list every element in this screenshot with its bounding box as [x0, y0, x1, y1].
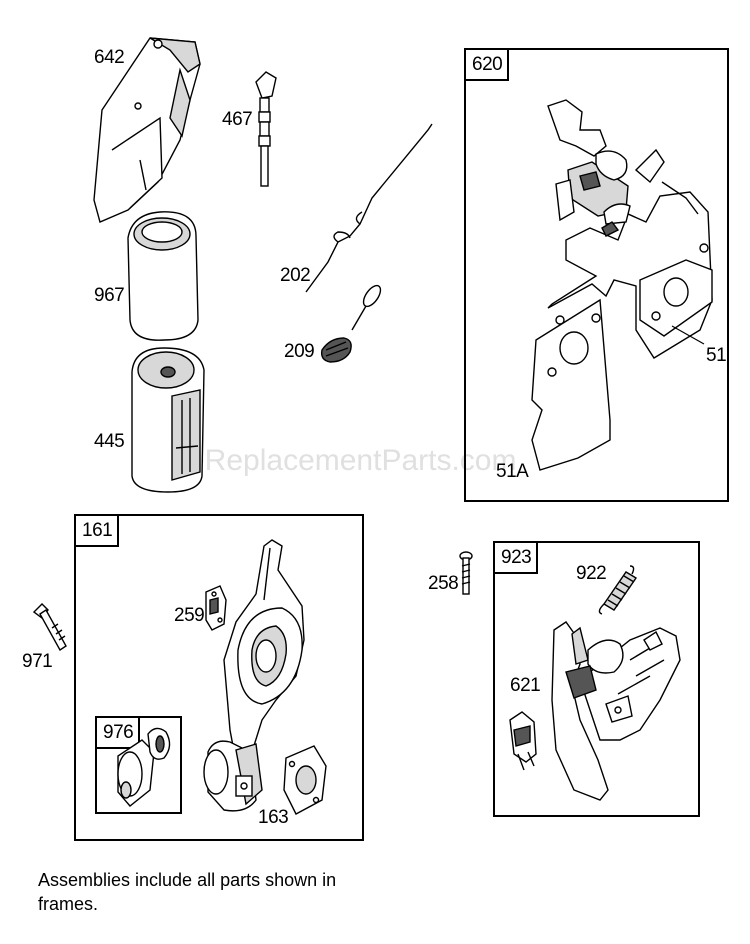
- frame-923: 923: [493, 541, 700, 817]
- label-163: 163: [258, 807, 289, 828]
- part-923-control: [551, 621, 681, 801]
- frame-label-620: 620: [466, 50, 510, 81]
- label-258: 258: [428, 573, 459, 594]
- part-259-clip: [205, 585, 227, 631]
- label-209: 209: [284, 341, 315, 362]
- label-642: 642: [94, 47, 125, 68]
- part-976-bowl: [117, 727, 171, 807]
- label-51a: 51A: [496, 461, 529, 482]
- part-467-pin: [255, 71, 277, 187]
- leader-51: [671, 325, 705, 345]
- part-922-spring: [598, 565, 637, 615]
- label-967: 967: [94, 285, 125, 306]
- part-620-bracket: [531, 99, 713, 471]
- assemblies-note: Assemblies include all parts shown in fr…: [38, 870, 337, 914]
- label-971: 971: [22, 651, 53, 672]
- frame-label-161: 161: [76, 516, 120, 547]
- part-202-link: [305, 123, 433, 293]
- label-445: 445: [94, 431, 125, 452]
- frame-label-923: 923: [495, 543, 539, 574]
- label-202: 202: [280, 265, 311, 286]
- frame-976: 976: [95, 716, 182, 814]
- part-161-carburetor: [203, 539, 305, 812]
- part-258-screw: [459, 551, 473, 595]
- part-967-precleaner: [127, 211, 199, 341]
- label-621: 621: [510, 675, 541, 696]
- part-445-filter: [131, 347, 205, 493]
- part-163-gasket: [283, 745, 327, 815]
- part-209-spring: [320, 284, 382, 363]
- frame-161: 161: [74, 514, 364, 841]
- frame-label-976: 976: [97, 718, 141, 749]
- label-51: 51: [706, 345, 727, 366]
- label-922: 922: [576, 563, 607, 584]
- label-467: 467: [222, 109, 253, 130]
- label-259: 259: [174, 605, 205, 626]
- part-971-bolt: [32, 603, 67, 652]
- part-621-bracket: [509, 711, 537, 771]
- frame-620: 620: [464, 48, 729, 502]
- part-642-cover: [93, 37, 201, 223]
- watermark: eReplacementParts.com: [188, 444, 517, 477]
